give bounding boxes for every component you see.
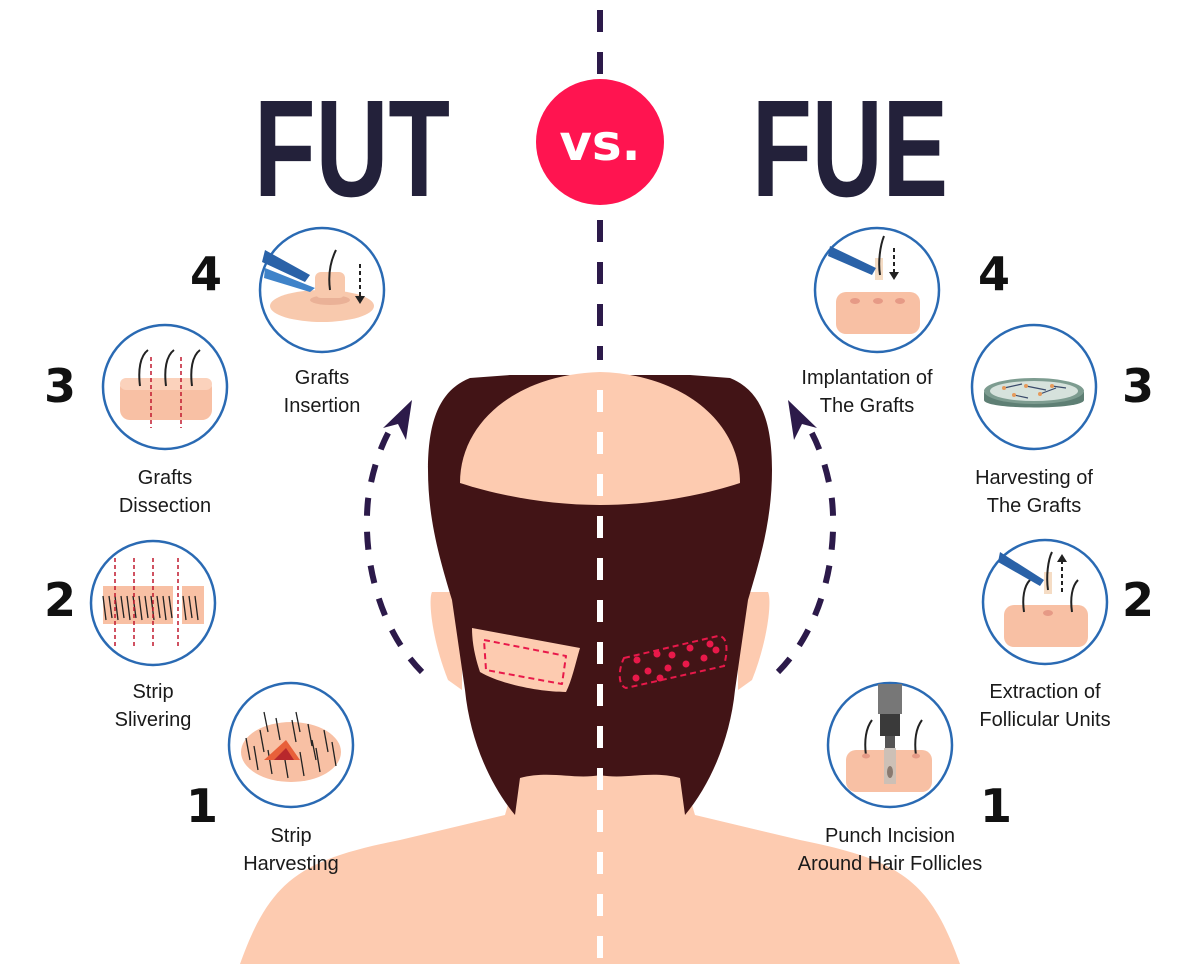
svg-text:Punch Incision: Punch Incision <box>825 825 955 847</box>
step-number: 1 <box>980 779 1012 833</box>
strip-harvesting-icon <box>241 711 341 782</box>
fut-donor-strip <box>472 628 580 692</box>
fut-step-2: 2 Strip Slivering <box>44 539 217 731</box>
fue-title: FUE <box>752 72 948 226</box>
fue-step-2: 2 Extraction of Follicular Units <box>979 538 1154 731</box>
vs-label: vs. <box>559 114 640 172</box>
svg-text:Extraction of: Extraction of <box>989 681 1101 703</box>
arrow-up-icon <box>383 400 412 440</box>
fue-donor-area <box>618 634 728 690</box>
svg-text:Implantation of: Implantation of <box>801 367 933 389</box>
svg-text:The Grafts: The Grafts <box>987 495 1081 517</box>
svg-text:Around Hair Follicles: Around Hair Follicles <box>798 853 983 875</box>
person-back-illustration <box>240 372 960 964</box>
svg-text:Follicular Units: Follicular Units <box>979 709 1110 731</box>
fue-progress-arrow <box>775 400 837 675</box>
step-number: 2 <box>44 573 76 627</box>
svg-text:Strip: Strip <box>132 681 173 703</box>
svg-text:Harvesting of: Harvesting of <box>975 467 1093 489</box>
svg-text:Harvesting: Harvesting <box>243 853 339 875</box>
petri-dish-icon <box>984 378 1084 408</box>
grafts-dissection-icon <box>120 349 212 428</box>
svg-text:Grafts: Grafts <box>138 467 192 489</box>
grafts-insertion-icon <box>262 249 374 322</box>
fue-step-4: 4 Implantation of The Grafts <box>801 226 1010 417</box>
follicle-extraction-icon <box>998 551 1088 647</box>
fut-title: FUT <box>254 72 450 226</box>
svg-text:Dissection: Dissection <box>119 495 211 517</box>
fut-step-1: 1 Strip Harvesting <box>186 681 355 875</box>
fue-step-3: 3 Harvesting of The Grafts <box>970 323 1154 517</box>
svg-text:Slivering: Slivering <box>115 709 192 731</box>
step-number: 3 <box>1122 359 1154 413</box>
step-number: 4 <box>978 247 1010 301</box>
step-number: 4 <box>190 247 222 301</box>
fut-step-3: 3 Grafts Dissection <box>44 323 229 517</box>
svg-text:Grafts: Grafts <box>295 367 349 389</box>
right-ear <box>738 592 770 690</box>
step-number: 1 <box>186 779 218 833</box>
left-ear <box>430 592 462 690</box>
arrow-up-icon <box>788 400 817 440</box>
step-number: 3 <box>44 359 76 413</box>
step-number: 2 <box>1122 573 1154 627</box>
fut-progress-arrow <box>363 400 425 675</box>
vs-badge: vs. <box>536 79 664 205</box>
strip-slivering-icon <box>102 558 204 648</box>
fut-step-4: 4 Grafts Insertion <box>190 226 386 417</box>
svg-text:Strip: Strip <box>270 825 311 847</box>
svg-text:The Grafts: The Grafts <box>820 395 914 417</box>
fut-strip-outline <box>483 639 567 685</box>
fue-step-1: 1 Punch Incision Around Hair Follicles <box>798 681 1012 875</box>
graft-implantation-icon <box>828 235 920 334</box>
svg-text:Insertion: Insertion <box>284 395 361 417</box>
vs-circle <box>536 79 664 205</box>
punch-incision-icon <box>846 684 932 792</box>
